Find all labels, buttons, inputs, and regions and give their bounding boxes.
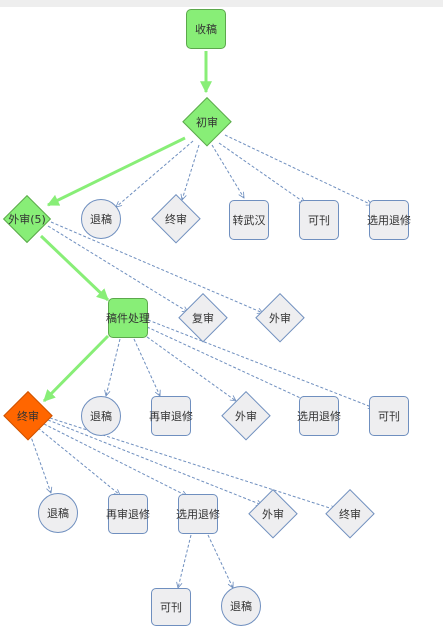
node-label: 复审: [192, 312, 214, 325]
node-submission[interactable]: 收稿: [186, 9, 226, 49]
edge-initial-to-final1: [182, 144, 200, 200]
node-reject-3[interactable]: 退稿: [38, 493, 78, 533]
edge-accept3-to-publishable3: [178, 534, 192, 588]
node-label: 退稿: [47, 507, 69, 520]
edge-initial-to-reject1: [116, 140, 194, 207]
node-final-review-3[interactable]: 终审: [325, 489, 375, 539]
node-accept-revise-3[interactable]: 选用退修: [176, 494, 220, 534]
node-label: 终审: [339, 508, 361, 521]
node-external-review-3[interactable]: 外审: [248, 489, 298, 539]
node-label: 外审: [269, 312, 291, 325]
edge-initial-to-external5: [46, 136, 186, 207]
node-label: 可刊: [378, 410, 400, 423]
top-bar: [0, 0, 443, 7]
node-label: 选用退修: [297, 410, 341, 423]
edge-initial-to-publishable1: [218, 142, 305, 203]
node-label: 选用退修: [367, 214, 411, 227]
node-reject-4[interactable]: 退稿: [221, 586, 261, 626]
node-external-review-5[interactable]: 外审(5): [3, 195, 51, 243]
node-re-review-revise-2[interactable]: 再审退修: [106, 494, 150, 534]
node-accept-revise-2[interactable]: 选用退修: [297, 396, 341, 436]
edge-external5-to-external1: [50, 221, 263, 313]
node-transfer-wuhan[interactable]: 转武汉: [229, 200, 269, 240]
edge-processing-to-accept2: [146, 326, 307, 401]
edge-final-to-external3: [47, 419, 262, 505]
node-label: 初审: [196, 116, 218, 129]
node-label: 外审: [235, 410, 257, 423]
node-label: 转武汉: [232, 214, 266, 227]
node-final-review-1[interactable]: 终审: [151, 194, 201, 244]
node-label: 收稿: [195, 23, 217, 36]
node-re-review[interactable]: 复审: [178, 293, 228, 343]
node-label: 退稿: [90, 213, 112, 226]
node-label: 稿件处理: [106, 312, 150, 325]
node-label: 外审: [262, 508, 284, 521]
edge-processing-to-final: [42, 334, 110, 403]
node-label: 可刊: [308, 214, 330, 227]
edge-final-to-accept3: [43, 423, 187, 497]
edge-final-to-reject3: [29, 433, 51, 493]
node-label: 终审: [165, 213, 187, 226]
node-re-review-revise-1[interactable]: 再审退修: [149, 396, 193, 436]
node-label: 退稿: [90, 410, 112, 423]
node-label: 终审: [17, 410, 39, 423]
node-label: 再审退修: [149, 410, 193, 423]
node-label: 退稿: [230, 600, 252, 613]
node-final-review-2[interactable]: 终审: [3, 391, 53, 441]
node-manuscript-processing[interactable]: 稿件处理: [106, 298, 150, 338]
edge-initial-to-wuhan: [211, 144, 244, 198]
edge-accept3-to-reject4: [207, 534, 233, 588]
node-initial-review[interactable]: 初审: [182, 97, 232, 147]
node-accept-revise-1[interactable]: 选用退修: [367, 200, 411, 240]
edge-processing-to-reject2: [106, 338, 121, 396]
node-label: 选用退修: [176, 508, 220, 521]
node-reject-1[interactable]: 退稿: [81, 199, 121, 239]
node-external-review-2[interactable]: 外审: [221, 391, 271, 441]
node-external-review-1[interactable]: 外审: [255, 293, 305, 343]
node-label: 再审退修: [106, 508, 150, 521]
edge-initial-to-accept1: [224, 134, 372, 205]
edge-processing-to-external2: [142, 333, 236, 401]
node-publishable-2[interactable]: 可刊: [369, 396, 409, 436]
node-label: 外审(5): [8, 213, 46, 226]
node-label: 可刊: [160, 601, 182, 614]
node-publishable-1[interactable]: 可刊: [299, 200, 339, 240]
edge-external5-to-processing: [39, 234, 110, 302]
edge-processing-to-publishable2: [147, 319, 374, 408]
node-reject-2[interactable]: 退稿: [81, 396, 121, 436]
edge-processing-to-re-review-revise1: [133, 338, 160, 396]
node-publishable-3[interactable]: 可刊: [151, 588, 191, 626]
edge-external5-to-re-review: [47, 225, 188, 312]
edge-final-to-re-review-revise2: [37, 427, 120, 495]
